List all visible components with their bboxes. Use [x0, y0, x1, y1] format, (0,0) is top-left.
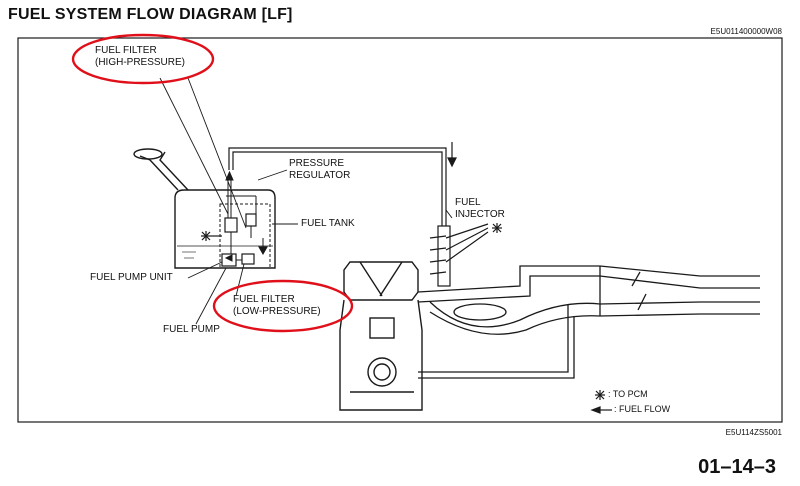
label-fuel-filter-high-line2: (HIGH-PRESSURE) [95, 57, 186, 68]
fuel-tank-shape [133, 148, 276, 269]
annotation-circle-high-pressure [71, 33, 215, 85]
label-fuel-tank: FUEL TANK [301, 218, 355, 229]
label-fuel-pump: FUEL PUMP [163, 324, 220, 335]
leader-lines [159, 77, 453, 325]
document-code: E5U011400000W08 [710, 27, 782, 36]
label-fuel-pump-unit: FUEL PUMP UNIT [90, 272, 173, 283]
label-pressure-regulator-line1: PRESSURE [289, 158, 345, 169]
injector-asterisk-symbol [492, 223, 502, 233]
fuel-supply-line [228, 142, 457, 226]
page-title: FUEL SYSTEM FLOW DIAGRAM [LF] [8, 6, 293, 23]
exhaust-piping-shape [417, 265, 760, 379]
fuel-injectors-shape [429, 223, 489, 287]
page-number: 01–14–3 [698, 456, 776, 478]
label-fuel-filter-low-line2: (LOW-PRESSURE) [233, 306, 321, 317]
legend-to-pcm: : TO PCM [608, 389, 648, 399]
annotation-circle-low-pressure [212, 279, 354, 333]
high-pressure-filter-shape [224, 217, 238, 233]
diagram-frame [17, 37, 783, 423]
figure-code: E5U114ZS5001 [725, 428, 782, 437]
engine-shape [339, 261, 423, 411]
legend-asterisk-icon [595, 390, 605, 400]
low-pressure-filter-shape [241, 253, 255, 265]
pressure-regulator-shape [245, 213, 257, 227]
label-fuel-filter-high-line1: FUEL FILTER [95, 45, 157, 56]
label-fuel-injector-line1: FUEL [455, 197, 481, 208]
label-pressure-regulator-line2: REGULATOR [289, 170, 351, 181]
tank-asterisk-symbol [201, 231, 222, 241]
legend-arrow-icon [590, 406, 612, 414]
label-fuel-filter-low-line1: FUEL FILTER [233, 294, 295, 305]
label-fuel-injector-line2: INJECTOR [455, 209, 505, 220]
legend-fuel-flow: : FUEL FLOW [614, 404, 671, 414]
